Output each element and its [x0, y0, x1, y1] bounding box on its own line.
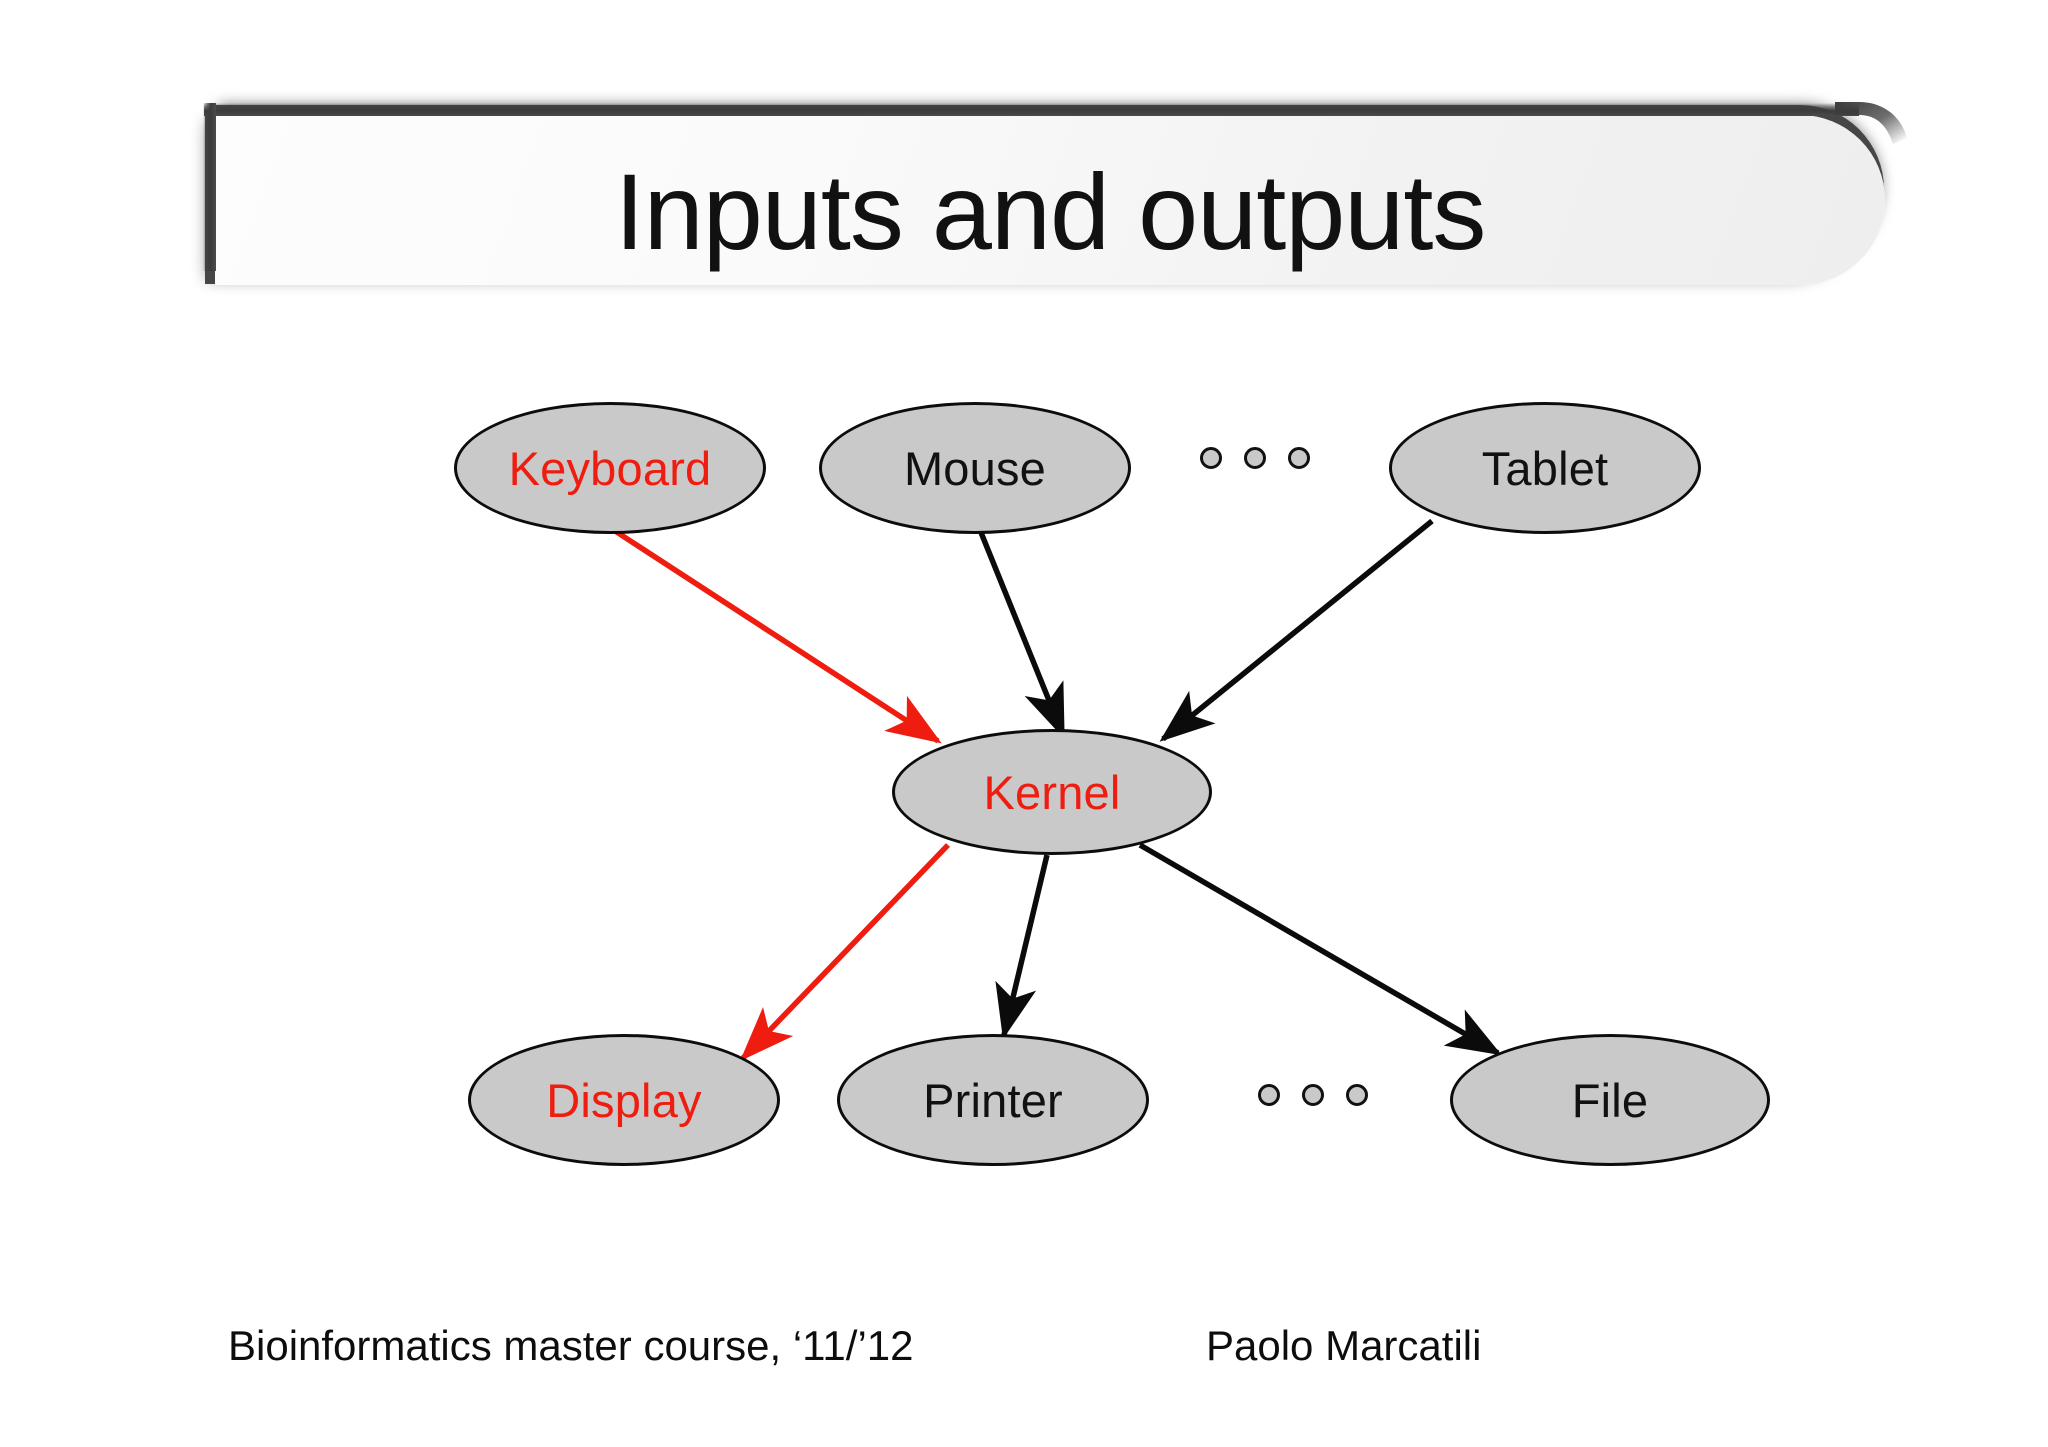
node-kernel[interactable]: Kernel [892, 729, 1212, 855]
ellipsis-dot [1288, 447, 1310, 469]
page-title: Inputs and outputs [614, 151, 1487, 272]
footer-course-text: Bioinformatics master course, ‘11/’12 [228, 1322, 914, 1369]
edge-keyboard-to-kernel [610, 526, 942, 744]
ellipsis-dot [1258, 1084, 1280, 1106]
node-file[interactable]: File [1450, 1034, 1770, 1166]
edge-kernel-to-display [739, 843, 950, 1062]
node-display-label: Display [546, 1073, 702, 1127]
ellipsis-dot [1346, 1084, 1368, 1106]
edge-kernel-to-file [1138, 842, 1502, 1056]
edge-tablet-to-kernel [1159, 518, 1434, 742]
node-tablet[interactable]: Tablet [1389, 402, 1701, 534]
node-keyboard-label: Keyboard [508, 441, 712, 495]
node-printer[interactable]: Printer [837, 1034, 1149, 1166]
edge-mouse-to-kernel [977, 528, 1066, 740]
node-kernel-label: Kernel [983, 765, 1121, 819]
inputs-ellipsis-icon [1200, 447, 1310, 469]
node-keyboard[interactable]: Keyboard [454, 402, 766, 534]
node-display[interactable]: Display [468, 1034, 780, 1166]
ellipsis-dot [1200, 447, 1222, 469]
edge-kernel-to-printer [995, 854, 1050, 1040]
footer-author-text: Paolo Marcatili [1206, 1322, 1482, 1369]
ellipsis-dot [1302, 1084, 1324, 1106]
outputs-ellipsis-icon [1258, 1084, 1368, 1106]
node-mouse[interactable]: Mouse [819, 402, 1131, 534]
node-mouse-label: Mouse [903, 441, 1047, 495]
node-tablet-label: Tablet [1481, 441, 1609, 495]
node-printer-label: Printer [923, 1073, 1063, 1127]
node-file-label: File [1571, 1073, 1649, 1127]
ellipsis-dot [1244, 447, 1266, 469]
